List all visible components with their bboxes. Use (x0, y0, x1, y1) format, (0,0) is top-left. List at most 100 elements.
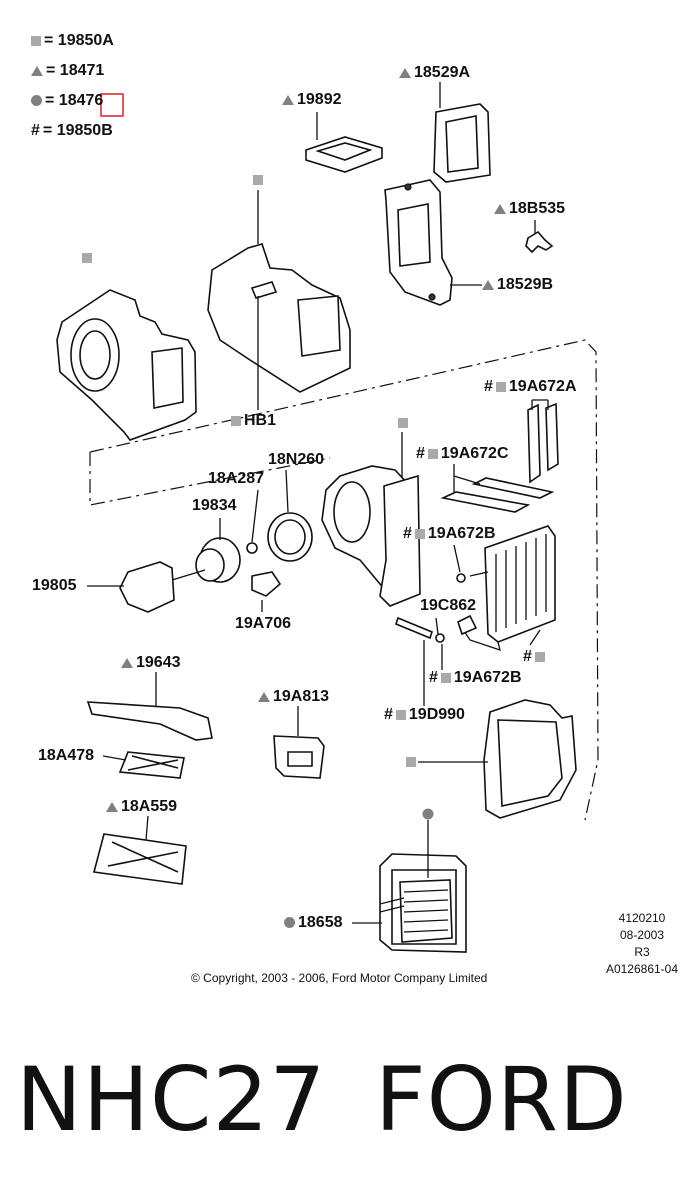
label-18658: 18658 (284, 914, 343, 932)
label-18B535: 18B535 (494, 200, 565, 218)
hash-marker-icon: # (416, 445, 425, 462)
actuator-face (287, 751, 313, 767)
triangle-marker-icon (494, 203, 506, 214)
caption-brand: FORD (375, 1048, 628, 1151)
part-19A672A-strip (545, 402, 559, 472)
triangle-marker-icon (121, 657, 133, 668)
screw-hole (428, 293, 436, 301)
part-19A672A-strip (527, 403, 541, 484)
square-marker-icon (231, 415, 241, 426)
wheel-face (195, 548, 225, 582)
square-marker-icon (427, 448, 438, 459)
label-18A559: 18A559 (106, 798, 177, 816)
hash-marker-icon: # (523, 648, 532, 665)
screw-hole (404, 183, 412, 191)
label-19892: 19892 (282, 91, 342, 109)
label-19805: 19805 (32, 577, 77, 594)
part-18529A-seal (433, 103, 491, 183)
label-19A672C: #19A672C (416, 445, 509, 462)
ring-inner (274, 519, 306, 555)
exploded-parts-diagram (56, 82, 599, 953)
triangle-marker-icon (31, 65, 43, 76)
evaporator-core (484, 525, 556, 643)
square-marker-icon (495, 381, 506, 392)
label-19A706: 19A706 (235, 615, 292, 632)
label-19A672B-top: #19A672B (403, 525, 496, 542)
caption-code: NHC27 (16, 1048, 327, 1151)
hash-marker-icon: # (31, 122, 40, 139)
square-marker-icon (395, 709, 406, 720)
hash-marker-icon: # (484, 378, 493, 395)
part-18529B-plate (384, 179, 453, 306)
o-ring (435, 633, 445, 643)
label-18A287: 18A287 (208, 470, 265, 487)
part-19D990-tube (395, 616, 433, 640)
part-19643-door (86, 701, 213, 741)
legend-triangle: = 18471 (31, 62, 104, 80)
housing-opening-inner (79, 330, 111, 380)
label-HB1: HB1 (231, 412, 276, 430)
part-18B535-clip (525, 230, 554, 254)
part-19A706-resistor (251, 571, 282, 597)
label-18529B: 18529B (482, 276, 553, 294)
label-19643: 19643 (121, 654, 181, 672)
triangle-marker-icon (482, 279, 494, 290)
heater-fins (403, 889, 449, 933)
label-19D990: #19D990 (384, 706, 465, 723)
blower-housing-middle (207, 243, 351, 393)
square-marker-icon (414, 528, 425, 539)
label-18A478: 18A478 (38, 747, 95, 764)
part-19A672C-strip (471, 477, 555, 499)
leader-lines (87, 82, 549, 924)
highlight-box (100, 93, 124, 117)
label-19A813: 19A813 (258, 688, 329, 706)
legend-square: = 19850A (31, 32, 114, 50)
part-18A478-filter (118, 751, 185, 779)
label-18529A: 18529A (399, 64, 470, 82)
scroll-bracket (379, 474, 421, 607)
label-19C862: 19C862 (420, 597, 477, 614)
triangle-marker-icon (399, 67, 411, 78)
housing-window-mid (297, 295, 341, 357)
case-inner (497, 719, 563, 807)
label-19A672A: #19A672A (484, 378, 577, 395)
ref-number: 4120210 (618, 911, 666, 925)
square-marker-icon (440, 672, 451, 683)
copyright-notice: © Copyright, 2003 - 2006, Ford Motor Com… (191, 971, 488, 985)
evaporator-fins (495, 534, 547, 632)
circle-marker-icon (284, 917, 295, 929)
circle-marker-icon (31, 95, 42, 107)
part-18A287-washer (246, 542, 258, 554)
ref-id: A0126861-04 (605, 962, 679, 976)
housing-window (151, 347, 184, 409)
part-18A559-door (92, 833, 187, 885)
ref-date: 08-2003 (619, 928, 665, 942)
label-19834: 19834 (192, 497, 237, 514)
label-19A672B-bottom: #19A672B (429, 669, 522, 686)
part-19892-gasket (305, 136, 383, 173)
part-19C862-fitting (457, 614, 478, 636)
hash-marker-icon: # (429, 669, 438, 686)
part-markers (82, 175, 434, 820)
triangle-marker-icon (106, 801, 118, 812)
legend-hash: #= 19850B (31, 122, 113, 139)
reference-block: 4120210 08-2003 R3 A0126861-04 (600, 910, 684, 978)
o-ring (456, 573, 466, 583)
ref-revision: R3 (634, 945, 650, 959)
label-evaporator-markers: # (523, 648, 548, 666)
subassembly-boundary (89, 339, 599, 821)
triangle-marker-icon (258, 691, 270, 702)
motor-shaft (171, 569, 206, 581)
triangle-marker-icon (282, 94, 294, 105)
part-19805-motor (119, 561, 175, 613)
part-19A672C-strip (440, 491, 531, 513)
scroll-opening (333, 481, 371, 543)
square-marker-icon (31, 35, 41, 46)
legend-circle: = 18476 (31, 92, 103, 110)
hash-marker-icon: # (403, 525, 412, 542)
part-HB1-bolt (250, 281, 278, 299)
heater-pipes (379, 897, 405, 913)
hash-marker-icon: # (384, 706, 393, 723)
square-marker-icon (534, 651, 545, 662)
label-18N260: 18N260 (268, 451, 325, 468)
